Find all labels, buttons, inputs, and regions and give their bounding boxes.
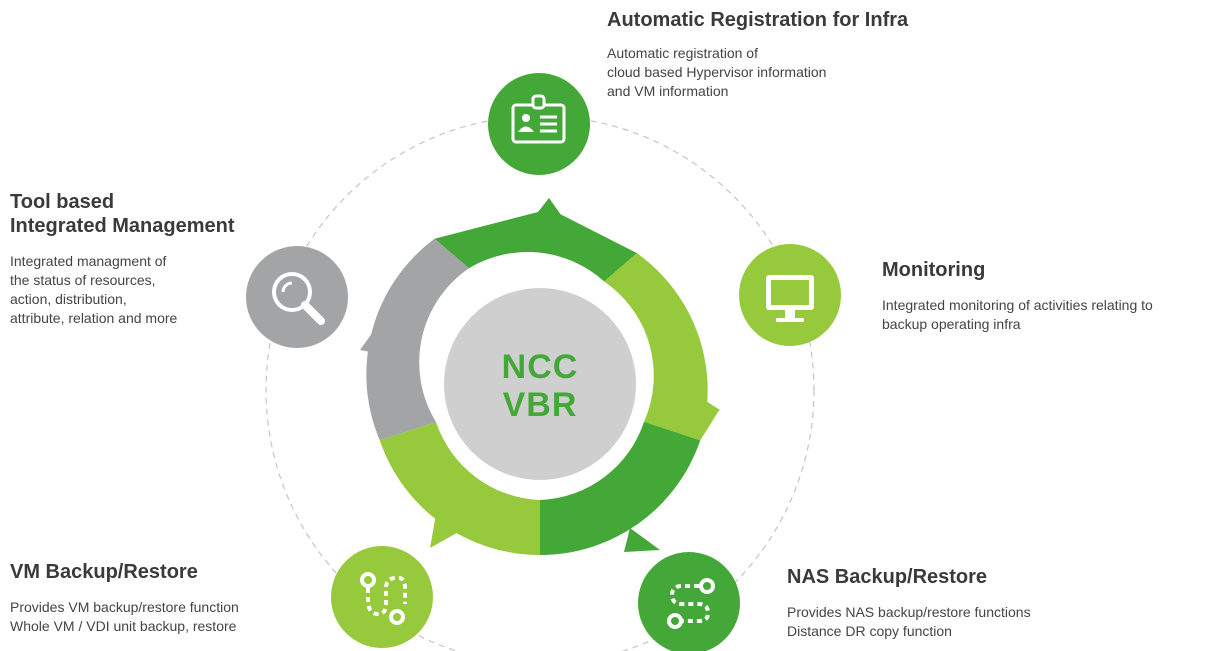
node-vm-backup — [331, 546, 433, 648]
ring-arrow-bottom-left — [430, 514, 462, 548]
feature-description: Integrated managment of the status of re… — [10, 253, 178, 326]
feature-auto-registration: Automatic Registration for Infra Automat… — [607, 8, 908, 101]
feature-vm-backup: VM Backup/Restore Provides VM backup/res… — [10, 560, 239, 636]
feature-description: Provides NAS backup/restore functions Di… — [787, 604, 1031, 639]
feature-description: Automatic registration of cloud based Hy… — [607, 45, 827, 99]
route-icon — [667, 578, 715, 629]
center-disk — [444, 288, 636, 480]
node-monitoring — [739, 244, 841, 346]
center-label-line1: NCC — [501, 348, 579, 386]
node-nas-backup — [638, 552, 740, 651]
node-tool-management — [246, 246, 348, 348]
feature-title: VM Backup/Restore — [10, 561, 198, 583]
ring-segment-top — [434, 198, 637, 282]
center-label-line2: VBR — [502, 386, 578, 424]
id-card-icon — [511, 94, 566, 144]
path-icon — [360, 572, 407, 625]
ring-segment-left-upper — [366, 238, 469, 441]
magnifier-icon — [272, 272, 325, 325]
ring-arrow-right — [692, 392, 720, 430]
ring-segment-left-lower — [379, 422, 540, 556]
feature-monitoring: Monitoring Integrated monitoring of acti… — [882, 258, 1153, 334]
feature-title: Monitoring — [882, 259, 986, 281]
feature-nas-backup: NAS Backup/Restore Provides NAS backup/r… — [787, 565, 1031, 641]
monitor-icon — [766, 275, 814, 322]
ring-segment-right-lower — [540, 421, 701, 556]
node-auto-registration — [488, 73, 590, 175]
ring — [360, 198, 720, 556]
ring-segment-right-upper — [604, 253, 718, 441]
feature-title: Automatic Registration for Infra — [607, 9, 909, 31]
feature-description: Provides VM backup/restore function Whol… — [10, 599, 239, 634]
feature-description: Integrated monitoring of activities rela… — [882, 297, 1153, 332]
ring-arrow-left — [360, 322, 390, 356]
feature-tool-management: Tool based Integrated Management Integra… — [10, 190, 234, 328]
feature-title: NAS Backup/Restore — [787, 566, 988, 588]
feature-title: Tool based Integrated Management — [10, 191, 235, 237]
center-label: NCC VBR — [440, 348, 640, 424]
ring-arrow-bottom-right — [624, 528, 660, 552]
ring-arrow-top — [532, 198, 566, 222]
